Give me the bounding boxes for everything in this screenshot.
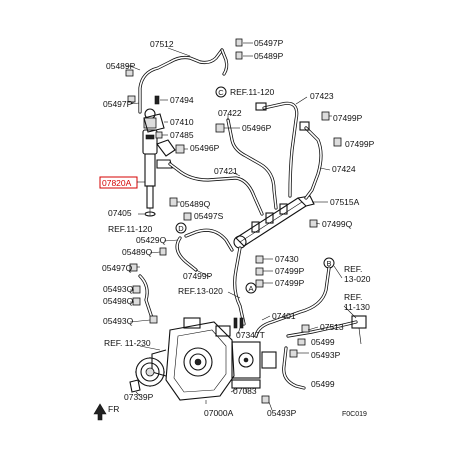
label-07422: 07422 [218,108,242,118]
label-05489q: 05489Q [122,247,153,257]
fuel-rail-07515a [233,195,328,249]
label-07424: 07424 [332,164,356,174]
label-05499: 05499 [311,379,335,389]
label-05498q: 05498Q [103,296,134,306]
label-05489p: 05489P [254,51,284,61]
pipe-07430 [233,246,273,326]
fitting-05499 [261,338,309,411]
hose-07401 [254,266,367,345]
circle-ref-a: A [245,282,257,294]
pipe-07512 [138,48,229,114]
svg-text:D: D [178,224,184,233]
svg-text:C: C [218,88,224,97]
part-labels: 07512 05497P 05489P 05489P 05497P REF.11… [102,38,375,418]
bracket-05489q [169,197,192,221]
label-05497p: 05497P [103,99,133,109]
circle-ref-d: D [175,222,187,234]
fr-arrow [93,403,107,421]
supply-pump-07000a [151,317,235,404]
label-05496p: 05496P [242,123,272,133]
seal-07405 [138,211,156,217]
label-07423: 07423 [310,91,334,101]
label-07820a-highlighted: 07820A [102,178,132,188]
label-07485: 07485 [170,130,194,140]
return-pipe-05429q [138,228,234,320]
label-07494: 07494 [170,95,194,105]
label-07499p: 07499P [345,139,375,149]
gear-07339p [129,357,165,397]
label-07499p: 07499P [275,278,305,288]
label-13-020: 13-020 [344,274,371,284]
clamp-07410 [143,95,168,139]
bracket-07083 [231,341,277,392]
label-07430: 07430 [275,254,299,264]
label-07347t: 07347T [236,330,265,340]
label-ref-11-120: REF.11-120 [108,224,153,234]
pipe-07422 [226,118,278,210]
label-ref: REF. [344,292,362,302]
svg-text:A: A [248,284,253,293]
pipe-07421 [168,162,264,216]
pipe-07424 [299,121,323,200]
label-07499p: 07499P [333,113,363,123]
label-05489p: 05489P [106,61,136,71]
label-05489q: 05489Q [180,199,211,209]
injector-07820a [99,108,176,216]
label-07339p: 07339P [124,392,154,402]
label-05497p: 05497P [254,38,284,48]
label-07401: 07401 [272,311,296,321]
label-ref: REF. [344,264,362,274]
label-07499p: 07499P [183,271,213,281]
label-ref-13-020: REF.13-020 [178,286,223,296]
label-05493q: 05493Q [103,284,134,294]
label-07512: 07512 [150,39,174,49]
label-05497s: 05497S [194,211,224,221]
label-07499p: 07499P [275,266,305,276]
clamps-05497q [129,247,167,324]
circle-ref-c: C [215,86,227,98]
label-07515a: 07515A [330,197,360,207]
label-05497q: 05497Q [102,263,133,273]
label-07410: 07410 [170,117,194,127]
clamp-05497p-top [235,38,253,60]
label-05429q: 05429Q [136,235,167,245]
label-05496p: 05496P [190,143,220,153]
figure-code: F0C019 [342,411,367,418]
label-07405: 07405 [108,208,132,218]
pipe-07423 [255,101,299,198]
label-07499q: 07499Q [322,219,353,229]
label-05493p: 05493P [311,350,341,360]
label-05499: 05499 [311,337,335,347]
grommet-05496p [175,123,240,154]
ref-leader-11-230 [139,345,161,351]
label-07513: 07513 [320,322,344,332]
label-07083: 07083 [233,386,257,396]
label-07000a: 07000A [204,408,234,418]
label-ref-11-230: REF. 11-230 [104,338,151,348]
highlight-box-07820a [99,176,138,189]
label-07421: 07421 [214,166,238,176]
fr-label: FR [108,404,119,414]
label-05493p: 05493P [267,408,297,418]
svg-text:B: B [326,259,331,268]
leader-lines [129,47,357,393]
bolts-07347t [233,317,244,335]
label-11-130: 11-130 [344,302,370,312]
label-05493q: 05493Q [103,316,134,326]
label-ref-11-120: REF.11-120 [230,87,275,97]
